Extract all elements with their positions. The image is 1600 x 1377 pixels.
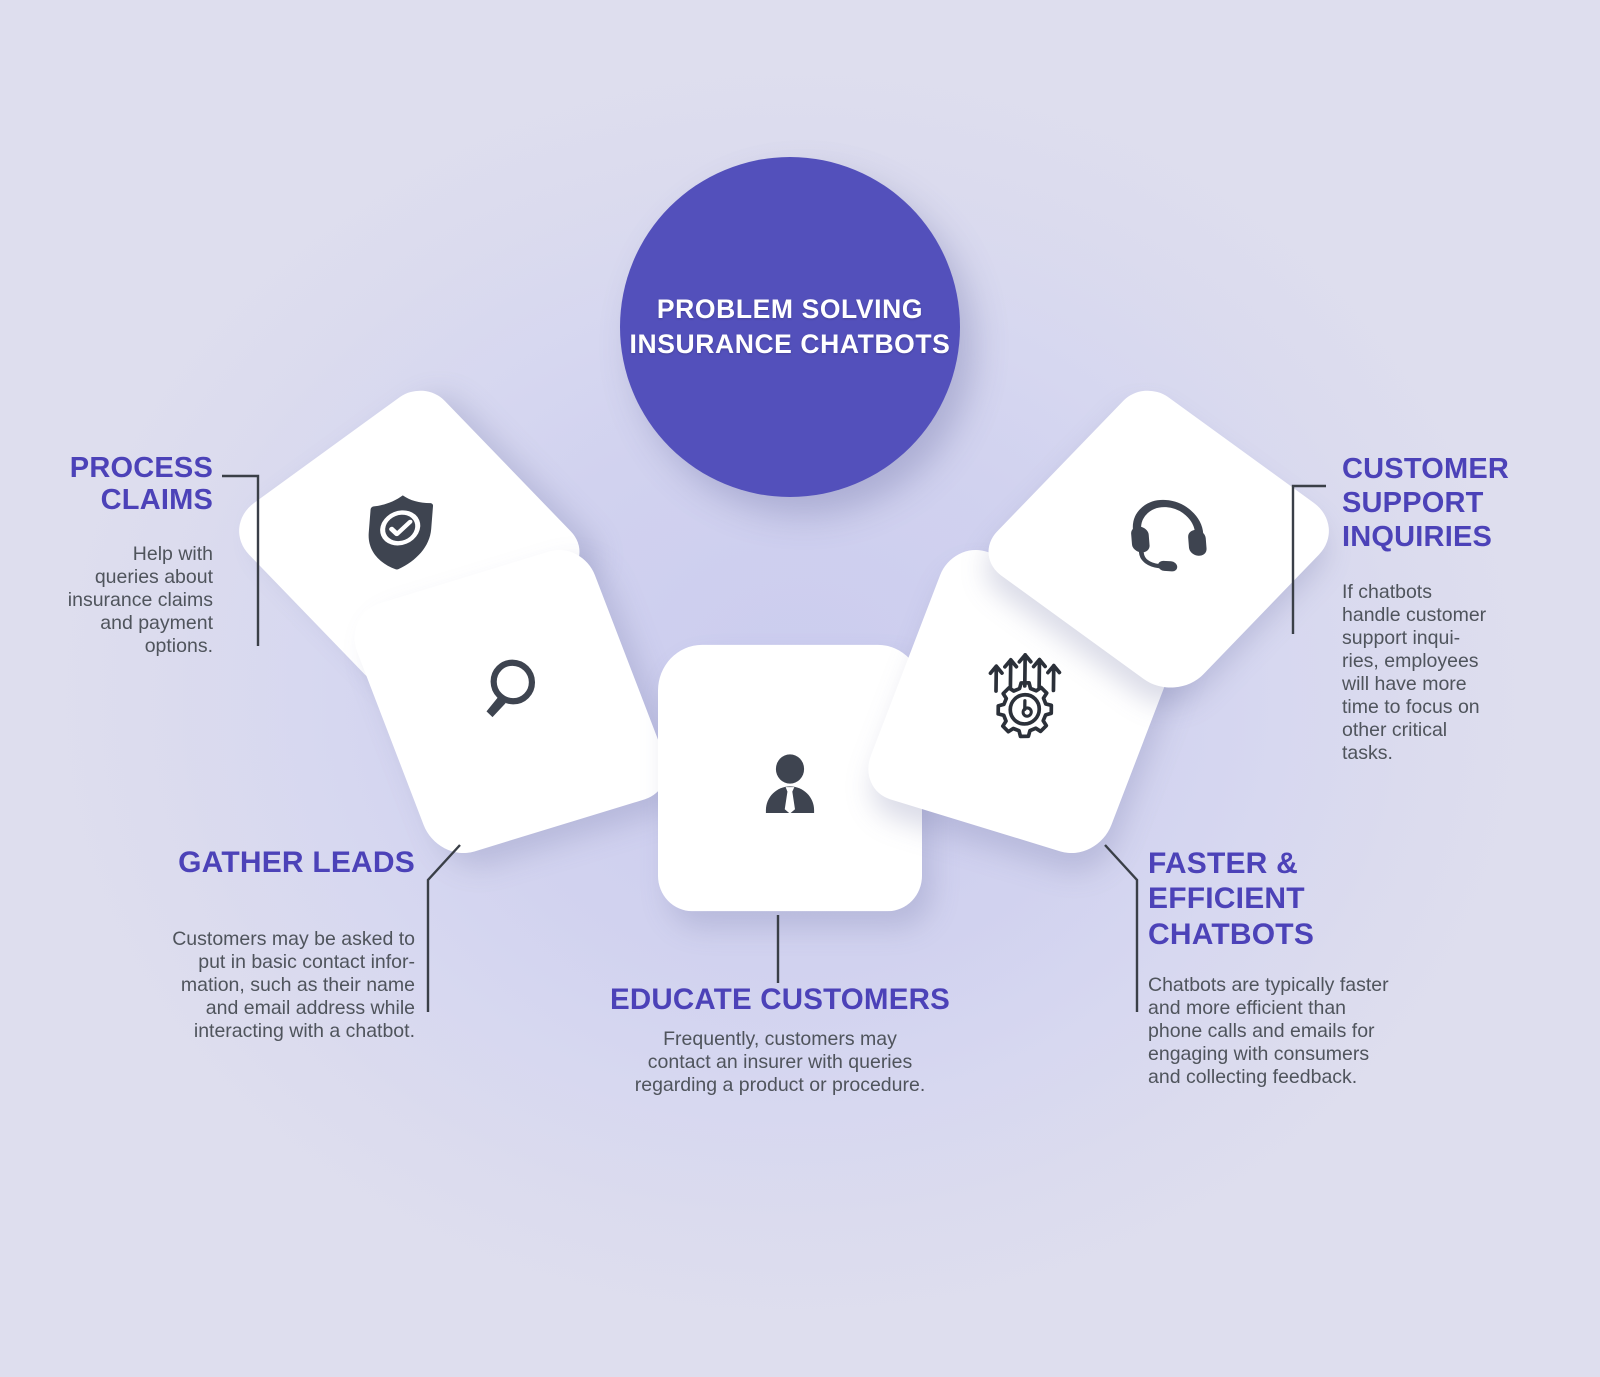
label-body-process-claims: Help with queries about insurance claims… [67, 542, 213, 657]
label-title-process-claims: PROCESS CLAIMS [69, 452, 213, 517]
label-educate-customers: EDUCATE CUSTOMERS Frequently, customers … [568, 983, 992, 1097]
headset-icon [1106, 478, 1230, 586]
label-title-customer-support-inquiries: CUSTOMER SUPPORT INQUIRIES [1342, 453, 1510, 554]
hub-circle: PROBLEM SOLVING INSURANCE CHATBOTS [620, 157, 960, 497]
label-title-gather-leads: GATHER LEADS [178, 846, 415, 879]
hub-title: PROBLEM SOLVING INSURANCE CHATBOTS [629, 294, 951, 359]
businessperson-icon [735, 729, 845, 843]
label-title-faster-efficient-chatbots: FASTER & EFFICIENT CHATBOTS [1148, 847, 1315, 951]
petal-card-faster-efficient-chatbots[interactable] [857, 541, 1193, 863]
label-customer-support-inquiries: CUSTOMER SUPPORT INQUIRIES If chatbots h… [1342, 452, 1514, 765]
label-body-faster-efficient-chatbots: Chatbots are typically faster and more e… [1148, 974, 1389, 1089]
label-title-educate-customers: EDUCATE CUSTOMERS [610, 983, 950, 1016]
label-faster-efficient-chatbots: FASTER & EFFICIENT CHATBOTS Chatbots are… [1148, 846, 1448, 1089]
gear-speed-arrows-icon [972, 635, 1086, 750]
petal-card-process-claims[interactable] [221, 379, 595, 703]
label-process-claims: PROCESS CLAIMS Help with queries about i… [18, 452, 213, 658]
label-gather-leads: GATHER LEADS Customers may be asked to p… [140, 846, 415, 1043]
petal-card-gather-leads[interactable] [342, 541, 678, 863]
shield-check-icon [338, 478, 462, 586]
label-body-customer-support-inquiries: If chatbots handle customer support inqu… [1342, 580, 1487, 764]
label-body-educate-customers: Frequently, customers may contact an ins… [634, 1028, 926, 1097]
petal-card-customer-support-inquiries[interactable] [973, 379, 1347, 703]
label-body-gather-leads: Customers may be asked to put in basic c… [172, 927, 415, 1042]
magnifier-icon [449, 635, 563, 750]
